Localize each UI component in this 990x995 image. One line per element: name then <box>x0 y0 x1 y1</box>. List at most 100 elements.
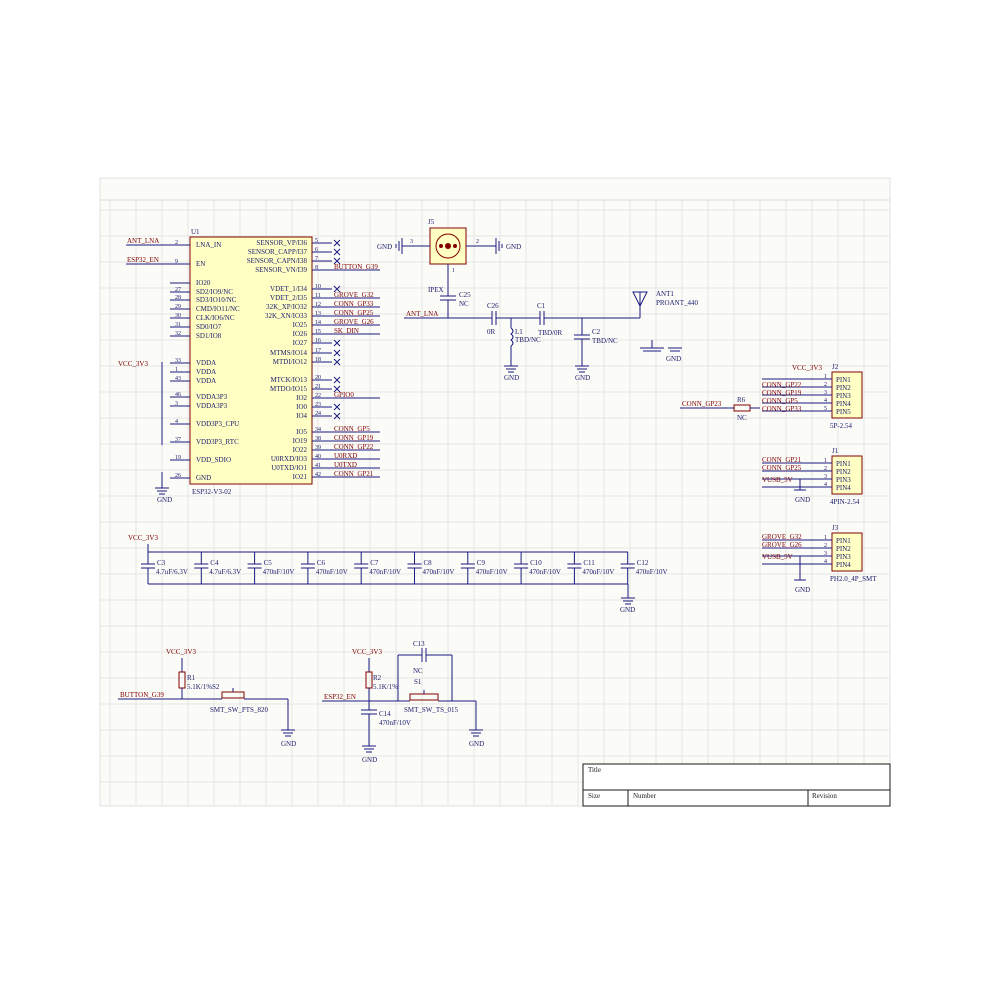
antenna-ant1[interactable]: ANT1 PROANT_440 <box>632 290 699 318</box>
no-connect-mark <box>333 349 341 357</box>
u1-left-pin-number: 1 <box>175 367 178 373</box>
j3-gnd-label: GND <box>795 586 810 594</box>
j2-pin-name: PIN2 <box>836 384 851 392</box>
svg-text:470nF/10V: 470nF/10V <box>379 719 411 727</box>
j2-net-label: CONN_GP22 <box>762 381 802 389</box>
sheet-grid <box>100 200 890 806</box>
cap-ref: C6 <box>317 559 326 567</box>
header-j1[interactable]: J14PIN-2.54PIN11PIN22PIN33PIN44CONN_GP21… <box>762 447 863 506</box>
u1-left-pin-name: VDDA <box>196 377 216 385</box>
j1-body <box>831 455 863 495</box>
u1-net-label: CONN_GP19 <box>334 434 374 442</box>
u1-net-label: CONN_GP5 <box>334 425 370 433</box>
u1-right-pin-name: IO25 <box>293 321 308 329</box>
j1-pin-number: 2 <box>824 466 827 472</box>
ground-symbol-j5-left <box>395 238 403 254</box>
j5-part: IPEX <box>428 286 444 294</box>
u1-right-pin-number: 40 <box>315 454 321 460</box>
u1-net-label: GPIO0 <box>334 391 354 399</box>
switch-s2[interactable]: S2 SMT_SW_PTS_820 <box>210 683 268 714</box>
u1-left-pin-name: VDDA <box>196 359 216 367</box>
u1-left-pin-number: 9 <box>175 259 178 265</box>
j3-body <box>831 532 863 572</box>
svg-text:C1: C1 <box>537 302 546 310</box>
ground-symbol-ant <box>640 347 682 352</box>
u1-right-pin-name: 32K_XN/IO33 <box>265 312 307 320</box>
u1-right-pin-name: MTDI/IO12 <box>273 358 308 366</box>
j1-net-label: CONN_GP25 <box>762 464 802 472</box>
j2-pin-number: 3 <box>824 390 827 396</box>
svg-text:C2: C2 <box>592 328 601 336</box>
esp32-module-u1[interactable]: U1 ESP32-V3-02 LNA_IN2EN9IO20SD2/IO9/NC2… <box>170 228 380 496</box>
ipex-connector-j5[interactable]: J5 IPEX 3 2 1 <box>410 218 479 294</box>
u1-right-pin-name: IO5 <box>296 428 307 436</box>
u1-right-pin-name: IO21 <box>293 473 308 481</box>
cap-value: 470nF/10V <box>476 568 508 576</box>
j2-ref: J2 <box>832 363 839 371</box>
j1-pin-name: PIN4 <box>836 484 851 492</box>
j3-pin-name: PIN3 <box>836 553 851 561</box>
j5-ref: J5 <box>428 218 435 226</box>
svg-text:L1: L1 <box>515 328 523 336</box>
u1-left-pin-number: 46 <box>175 392 181 398</box>
u1-net-label: SK_DIN <box>334 327 359 335</box>
u1-right-pin-number: 11 <box>315 293 321 299</box>
inductor-l1[interactable]: L1 TBD/NC <box>510 327 541 347</box>
no-connect-mark <box>333 412 341 420</box>
u1-part: ESP32-V3-02 <box>192 488 232 496</box>
switch-s1[interactable]: S1 SMT_SW_TS_015 <box>404 678 459 714</box>
title-label: Title <box>588 766 601 774</box>
svg-text:R6: R6 <box>737 396 746 404</box>
svg-text:C13: C13 <box>413 640 425 648</box>
u1-right-pin-number: 18 <box>315 357 321 363</box>
u1-left-pin-name: EN <box>196 260 205 268</box>
svg-text:GND: GND <box>666 355 681 363</box>
u1-right-pin-number: 7 <box>315 256 318 262</box>
header-j3[interactable]: J3PH2.0_4P_SMTPIN11PIN22PIN33PIN44GROVE_… <box>762 524 877 594</box>
cap-ref: C3 <box>157 559 166 567</box>
svg-text:GND: GND <box>362 756 377 764</box>
u1-right-pin-number: 13 <box>315 311 321 317</box>
net-conn-gp23: CONN_GP23 <box>682 400 722 408</box>
svg-text:3: 3 <box>410 239 413 245</box>
j3-net-label: VUSB_5V <box>762 553 793 561</box>
u1-net-label: CONN_GP25 <box>334 309 374 317</box>
u1-net-label: CONN_GP33 <box>334 300 374 308</box>
u1-right-pin-number: 39 <box>315 445 321 451</box>
ground-symbol-c2 <box>575 365 589 373</box>
svg-text:ANT1: ANT1 <box>656 290 674 298</box>
u1-right-pin-name: IO2 <box>296 394 307 402</box>
j3-pin-number: 1 <box>824 535 827 541</box>
u1-right-pin-name: IO22 <box>293 446 308 454</box>
u1-left-pin-number: 2 <box>175 240 178 246</box>
no-connect-mark <box>333 339 341 347</box>
header-j2[interactable]: J25P-2.54PIN11PIN22PIN33PIN44PIN55VCC_3V… <box>762 363 863 430</box>
j2-pin-name: PIN4 <box>836 400 851 408</box>
u1-left-pin-name: CLK/IO6/NC <box>196 314 235 322</box>
no-connect-mark <box>333 358 341 366</box>
u1-right-pin-number: 34 <box>315 427 321 433</box>
svg-text:GND: GND <box>469 740 484 748</box>
j2-net-label: CONN_GP5 <box>762 397 798 405</box>
u1-right-pin-name: IO26 <box>293 330 308 338</box>
u1-left-pin-number: 32 <box>175 331 181 337</box>
u1-left-pin-name: IO20 <box>196 279 211 287</box>
u1-right-pin-number: 24 <box>315 411 321 417</box>
svg-text:GND: GND <box>575 374 590 382</box>
j3-ref: J3 <box>832 524 839 532</box>
u1-left-pin-number: 30 <box>175 313 181 319</box>
u1-left-pin-name: SD1/IO8 <box>196 332 222 340</box>
cap-value: 4.7uF/6.3V <box>156 568 188 576</box>
cap-value: 470nF/10V <box>263 568 295 576</box>
size-label: Size <box>588 792 600 800</box>
svg-text:5.1K/1%: 5.1K/1% <box>187 683 212 691</box>
j2-vcc-label: VCC_3V3 <box>792 364 822 372</box>
j1-net-label: CONN_GP21 <box>762 456 802 464</box>
cap-value: 4.7uF/6.3V <box>209 568 241 576</box>
ground-symbol-button <box>281 729 295 737</box>
u1-right-pin-number: 20 <box>315 375 321 381</box>
j2-net-label: CONN_GP33 <box>762 405 802 413</box>
